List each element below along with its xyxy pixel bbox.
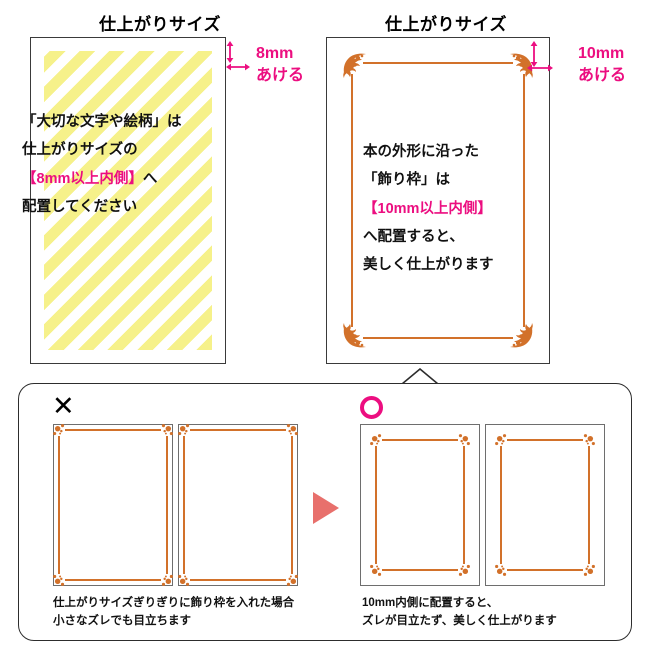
left-margin-callout: 8mm あける	[256, 43, 304, 86]
good-example-caption: 10mm内側に配置すると、 ズレが目立たず、美しく仕上がります	[362, 595, 557, 631]
ornament-corner-bottom-left-icon	[340, 317, 368, 350]
frame-right-line	[588, 446, 590, 564]
frame-top-line	[507, 439, 583, 441]
right-body-line-2: 「飾り枠」は	[363, 172, 450, 189]
frame-right-line	[463, 446, 465, 564]
good-example-page-left	[360, 424, 480, 586]
ornament-corner-top-left-icon	[51, 422, 68, 444]
frame-bottom-line	[190, 579, 286, 581]
left-horizontal-margin-arrow-icon	[226, 61, 250, 73]
left-vertical-margin-arrow-icon	[224, 41, 236, 63]
bad-frame-right	[178, 424, 298, 586]
bad-caption-line-1: 仕上がりサイズぎりぎりに飾り枠を入れた場合	[53, 597, 295, 609]
bad-caption-line-2: 小さなズレでも目立ちます	[53, 614, 191, 627]
right-body-line-1: 本の外形に沿った	[363, 144, 479, 160]
good-caption-line-2: ズレが目立たず、美しく仕上がります	[362, 614, 557, 627]
frame-left-line	[375, 446, 377, 564]
frame-left-line	[58, 436, 60, 574]
good-frame-left	[370, 434, 470, 576]
right-finish-size-page: 本の外形に沿った 「飾り枠」は 【10mm以上内側】 へ配置すると、 美しく仕上…	[326, 37, 550, 364]
ornament-corner-top-left-icon	[493, 432, 510, 454]
frame-right-line	[166, 436, 168, 574]
frame-top-line	[363, 62, 513, 64]
frame-left-line	[500, 446, 502, 564]
decorative-frame	[343, 53, 533, 348]
frame-top-line	[382, 439, 458, 441]
bad-example-page-right	[178, 424, 298, 586]
ornament-corner-top-right-icon	[283, 422, 300, 444]
ornament-corner-bottom-right-icon	[283, 566, 300, 588]
bad-example-caption: 仕上がりサイズぎりぎりに飾り枠を入れた場合 小さなズレでも目立ちます	[53, 595, 294, 631]
frame-bottom-line	[507, 569, 583, 571]
right-body-line-5: 美しく仕上がります	[363, 257, 494, 274]
right-vertical-margin-arrow-icon	[528, 41, 540, 67]
frame-bottom-line	[363, 337, 513, 339]
right-panel-title: 仕上がりサイズ	[385, 15, 507, 34]
right-callout-line-2: あける	[578, 66, 627, 84]
left-body-line-1: 「大切な文字や絵柄」は	[22, 114, 182, 130]
ornament-corner-top-right-icon	[580, 432, 597, 454]
left-page-body-text: 「大切な文字や絵柄」は 仕上がりサイズの 【8mm以上内側】へ 配置してください	[22, 108, 182, 221]
frame-top-line	[190, 429, 286, 431]
ornament-corner-top-left-icon	[176, 422, 193, 444]
ornament-corner-top-right-icon	[455, 432, 472, 454]
ornament-corner-top-right-icon	[508, 51, 536, 84]
ornament-corner-bottom-right-icon	[580, 556, 597, 578]
ornament-corner-bottom-right-icon	[508, 317, 536, 350]
frame-bottom-line	[382, 569, 458, 571]
ornament-corner-top-right-icon	[158, 422, 175, 444]
bad-example-page-left	[53, 424, 173, 586]
ornament-corner-bottom-left-icon	[51, 566, 68, 588]
ornament-corner-bottom-left-icon	[493, 556, 510, 578]
right-body-line-4: へ配置すると、	[363, 228, 464, 245]
ornament-corner-bottom-left-icon	[176, 566, 193, 588]
frame-right-line	[291, 436, 293, 574]
ornament-corner-top-left-icon	[340, 51, 368, 84]
right-callout-line-1: 10mm	[578, 45, 625, 62]
right-page-body-text: 本の外形に沿った 「飾り枠」は 【10mm以上内側】 へ配置すると、 美しく仕上…	[363, 138, 494, 279]
left-callout-line-2: あける	[256, 66, 305, 84]
right-margin-callout: 10mm あける	[578, 43, 626, 86]
bad-frame-left	[53, 424, 173, 586]
bad-example-cross-icon: ✕	[52, 391, 75, 421]
frame-left-line	[183, 436, 185, 574]
left-body-line-3-highlight: 【8mm以上内側】	[22, 170, 143, 187]
good-frame-right	[495, 434, 595, 576]
right-horizontal-margin-arrow-icon	[527, 62, 553, 74]
left-body-line-4: 配置してください	[22, 198, 138, 215]
ornament-corner-bottom-right-icon	[455, 556, 472, 578]
callout-pointer-notch	[400, 367, 440, 390]
ornament-corner-bottom-left-icon	[368, 556, 385, 578]
frame-bottom-line	[65, 579, 161, 581]
good-caption-line-1: 10mm内側に配置すると、	[362, 597, 499, 609]
left-body-line-2: 仕上がりサイズの	[22, 142, 138, 159]
safe-area-stripe-pattern	[44, 51, 212, 350]
transition-arrow-icon	[313, 492, 341, 529]
frame-left-line	[351, 74, 353, 327]
ornament-corner-bottom-right-icon	[158, 566, 175, 588]
ornament-corner-top-left-icon	[368, 432, 385, 454]
left-callout-line-1: 8mm	[256, 45, 294, 62]
right-body-line-3-highlight: 【10mm以上内側】	[363, 200, 492, 217]
left-finish-size-page	[30, 37, 226, 364]
good-example-page-right	[485, 424, 605, 586]
left-body-line-3-rest: へ	[142, 170, 158, 187]
good-example-circle-icon	[360, 396, 383, 419]
frame-top-line	[65, 429, 161, 431]
left-panel-title: 仕上がりサイズ	[99, 15, 221, 34]
frame-right-line	[523, 74, 525, 327]
